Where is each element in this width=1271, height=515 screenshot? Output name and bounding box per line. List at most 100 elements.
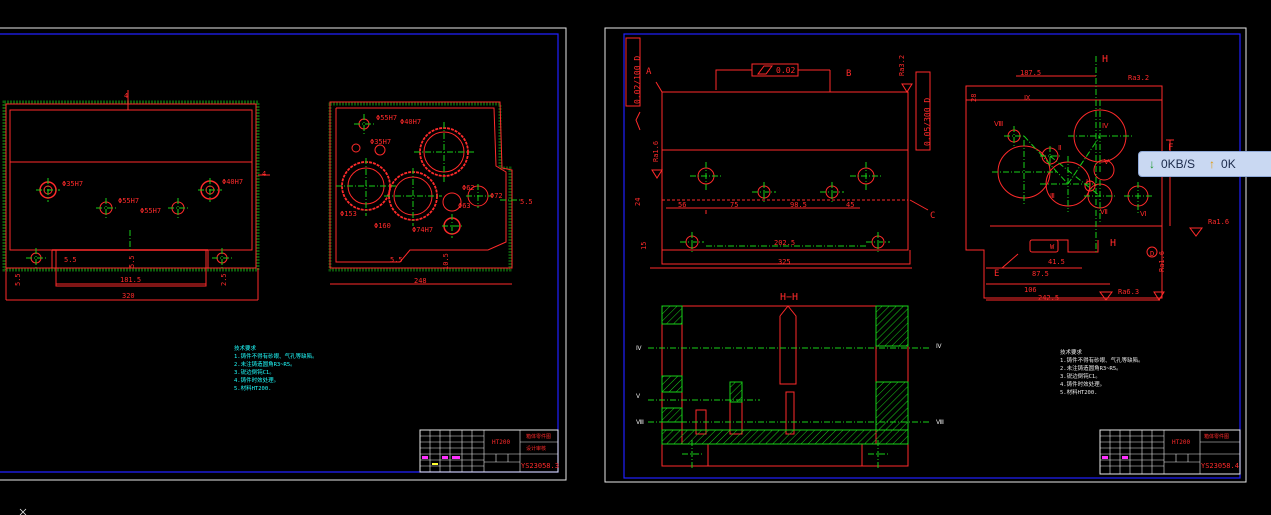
right-section-view: H−H — [636, 292, 944, 468]
dim-label: 325 — [778, 258, 791, 266]
hole-label: Φ160 — [374, 222, 391, 230]
title-name: 箱体零件图 — [1204, 433, 1229, 440]
dim-label: 15 — [640, 242, 648, 250]
title-material: HT200 — [1172, 439, 1190, 446]
sheet-border — [0, 27, 567, 481]
roughness: Ra3.2 — [898, 55, 906, 76]
hole-label: Φ63 — [458, 202, 471, 210]
roughness: Ra1.6 — [1208, 218, 1229, 226]
datum-label: C — [930, 211, 935, 221]
dim-label: 10.5 — [442, 253, 450, 270]
dim-label: 75 — [730, 201, 738, 209]
axis-label: Ⅴ — [1104, 158, 1109, 166]
roughness: Ra6.3 — [1118, 288, 1139, 296]
note-line: 3.锐边倒钝C1。 — [1060, 372, 1101, 380]
dim-label: 4 — [262, 170, 266, 178]
title-name: 箱体零件图 — [526, 433, 551, 440]
axis-label: Ⅱ — [1058, 144, 1061, 152]
roughness: Ra1.6 — [652, 141, 660, 162]
dim-label: 5.5 — [14, 273, 22, 286]
left-front-labels: Φ35H7 Φ55H7 Φ55H7 Φ40H7 320 181.5 5.5 4 … — [14, 92, 266, 300]
dim-label: 56 — [678, 201, 686, 209]
arrow-up-icon: ↑ — [1209, 157, 1216, 171]
hole-label: Φ55H7 — [140, 207, 161, 215]
download-speed: 0KB/S — [1161, 157, 1196, 171]
axis-label: Ⅰ — [1086, 178, 1088, 186]
section-title: H−H — [780, 292, 798, 303]
right-side-labels: H H 187.5 Ra3.2 D E F Ⅸ Ⅷ Ⅳ Ⅲ Ⅱ Ⅰ Ⅴ Ⅵ Ⅶ … — [970, 54, 1229, 302]
dim-label: 2.5 — [220, 273, 228, 286]
dim-label: 41.5 — [1048, 258, 1065, 266]
right-side-centerlines — [992, 56, 1152, 252]
tol-frame: 0.02/100 D — [633, 56, 642, 104]
datum-label: F — [1168, 143, 1173, 153]
upload-speed: 0K — [1221, 157, 1236, 171]
right-notes: 技术要求 1.铸件不得有砂眼、气孔等缺陷。 2.未注铸造圆角R3~R5。 3.锐… — [1060, 348, 1144, 396]
hole-label: Φ35H7 — [370, 138, 391, 146]
dim-label: 242.5 — [1038, 294, 1059, 302]
sheet-right: 0.02/100 D 0.02 Ra3.2 0.05/300 D Ra1.6 A… — [604, 27, 1247, 483]
note-line: 3.锐边倒钝C1。 — [234, 368, 275, 376]
dim-label: 181.5 — [120, 276, 141, 284]
network-speed-widget[interactable]: ↓ 0KB/S ↑ 0K — [1138, 151, 1271, 177]
dim-label: 87.5 — [1032, 270, 1049, 278]
right-front-labels: 0.02/100 D 0.02 Ra3.2 0.05/300 D Ra1.6 A… — [633, 55, 935, 266]
title-dept: 设计审核 — [526, 445, 546, 452]
section-mark: Ⅷ — [936, 419, 944, 426]
axis-label: Ⅵ — [1140, 210, 1146, 218]
left-side-centerlines — [336, 114, 520, 238]
dim-label: 202.5 — [774, 239, 795, 247]
dim-label: 106 — [1024, 286, 1037, 294]
note-line: 5.材料HT200. — [1060, 388, 1098, 396]
hatch — [661, 429, 909, 445]
dim-label: 320 — [122, 292, 135, 300]
hole-label: Φ55H7 — [118, 197, 139, 205]
hole-label: Φ55H7 — [376, 114, 397, 122]
hole-label: Φ35H7 — [62, 180, 83, 188]
section-mark: Ⅴ — [636, 393, 641, 400]
left-side-view — [328, 101, 513, 285]
dim-label: 98.5 — [790, 201, 807, 209]
section-mark: Ⅷ — [636, 419, 644, 426]
note-line: 4.铸件时效处理。 — [234, 376, 279, 384]
hole-label: Φ62 — [462, 184, 475, 192]
note-line: 4.铸件时效处理。 — [1060, 380, 1105, 388]
dim-label: 248 — [414, 277, 427, 285]
cursor-crosshair-icon — [19, 508, 27, 515]
note-title: 技术要求 — [1060, 348, 1083, 356]
axis-label: Ⅲ — [1050, 192, 1055, 200]
dim-label: 5.5 — [128, 255, 136, 268]
hole-label: Φ72 — [490, 192, 503, 200]
section-mark: Ⅳ — [936, 343, 942, 350]
title-material: HT200 — [492, 439, 510, 446]
dim-label: 45 — [846, 201, 854, 209]
left-title-block: HT200 箱体零件图 设计审核 YS23058.3 — [419, 429, 559, 473]
sheet-border — [604, 27, 1247, 483]
title-drawing-no: YS23058.3 — [521, 462, 559, 470]
note-line: 5.材料HT200. — [234, 384, 272, 392]
section-mark: H — [1110, 238, 1116, 249]
left-side-labels: Φ55H7 Φ35H7 Φ40H7 Φ62 Φ63 Φ72 Φ153 Φ160 … — [340, 114, 533, 285]
left-notes: 技术要求 1.铸件不得有砂眼、气孔等缺陷。 2.未注铸造圆角R3~R5。 3.锐… — [234, 344, 318, 392]
sheet-left: Φ35H7 Φ55H7 Φ55H7 Φ40H7 320 181.5 5.5 4 … — [0, 27, 567, 481]
section-mark: Ⅳ — [636, 345, 642, 352]
axis-label: W — [1050, 243, 1055, 251]
datum-label: E — [994, 269, 999, 279]
axis-label: Ⅶ — [1100, 208, 1108, 216]
dim-label: 5.5 — [64, 256, 77, 264]
datum-label: B — [846, 69, 851, 79]
hole-label: Φ40H7 — [400, 118, 421, 126]
note-line: 2.未注铸造圆角R3~R5。 — [1060, 364, 1122, 372]
tol-frame: 0.02 — [776, 66, 795, 75]
hole-label: Φ153 — [340, 210, 357, 218]
left-front-view — [2, 90, 270, 301]
roughness: Ra3.2 — [1128, 74, 1149, 82]
dim-label: 187.5 — [1020, 69, 1041, 77]
sheet-inner-border — [0, 33, 559, 473]
left-front-centerlines — [26, 178, 232, 268]
datum-label: D — [1150, 250, 1154, 258]
hole-label: Φ40H7 — [222, 178, 243, 186]
datum-label: A — [646, 67, 652, 77]
note-line: 2.未注铸造圆角R3~R5。 — [234, 360, 296, 368]
